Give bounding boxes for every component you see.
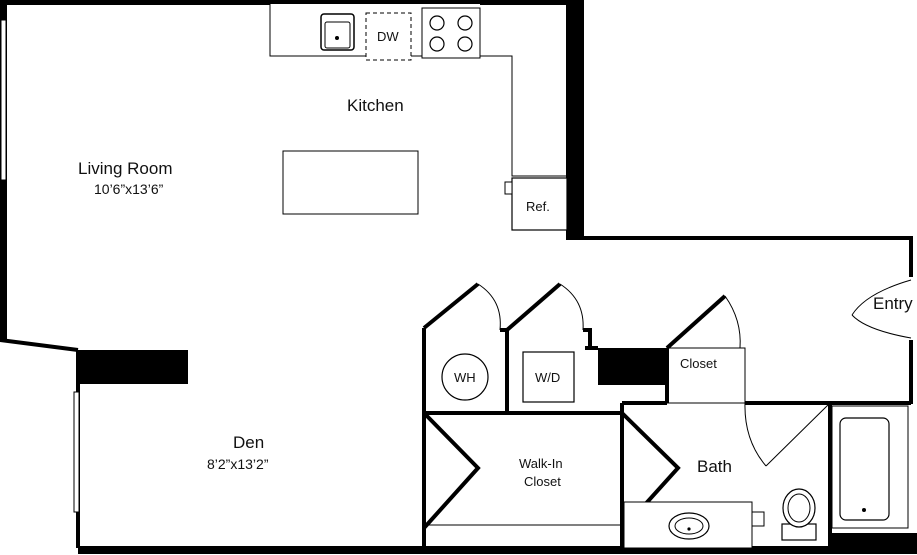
den-dims: 8’2”x13’2” [207,456,269,472]
wall-block-closet [598,348,666,385]
water-heater-label: WH [454,370,476,385]
living-room-dims: 10’6”x13’6” [94,181,164,197]
washer-dryer [522,351,575,403]
burners [429,15,473,52]
washer-dryer-label: W/D [535,370,561,385]
dishwasher [365,12,412,61]
wall-block-bottom [78,546,917,554]
closet-box [666,347,746,404]
kitchen-island [282,150,419,215]
door-swings [477,279,912,467]
wall-block-den-top [78,350,188,384]
refrigerator-label: Ref. [526,199,550,214]
living-room-label: Living Room [78,159,173,178]
walk-in-closet-label-2: Closet [524,474,561,489]
wall-block-kitchen-right [566,0,584,238]
bath-label: Bath [697,457,732,476]
range [421,7,481,59]
dishwasher-label: DW [377,29,399,44]
closet-label: Closet [680,356,717,371]
den-label: Den [233,433,265,452]
entry-label: Entry [873,294,913,313]
closet-door-frames [422,282,727,350]
water-heater [441,353,489,401]
window-left [0,19,80,513]
kitchen-label: Kitchen [347,96,404,115]
kitchen-counter [269,0,568,177]
wall-top-edge [0,0,270,5]
wall-notches [500,328,598,350]
walk-in-closet-label-1: Walk-In [519,456,563,471]
refrigerator [511,177,568,231]
wall-top-edge-2 [480,0,568,5]
